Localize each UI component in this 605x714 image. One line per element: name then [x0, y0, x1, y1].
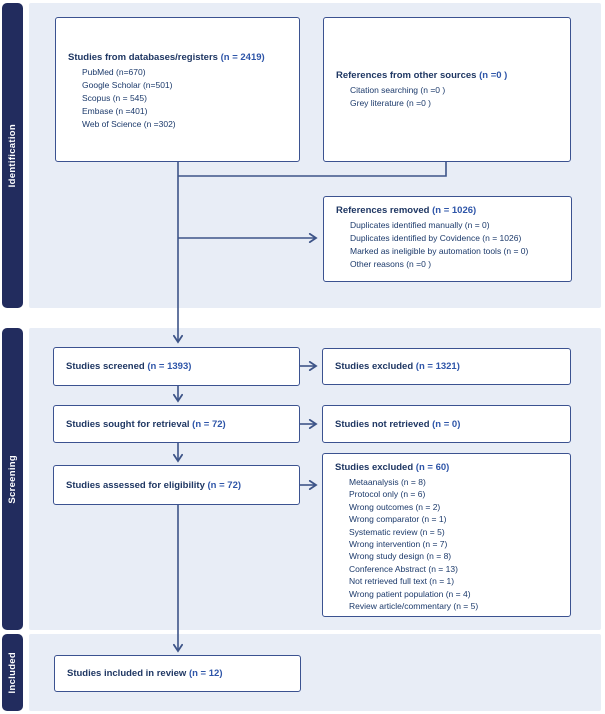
flow-box-label: Studies included in review	[67, 668, 189, 679]
flow-box-item: Citation searching (n =0 )	[350, 85, 446, 95]
flow-box-included: Studies included in review (n = 12)	[54, 655, 301, 692]
included-phase-label: Included	[7, 651, 18, 694]
flow-box-count: (n = 2419)	[220, 52, 265, 63]
flow-box-item-list: Duplicates identified manually (n = 0) Du…	[324, 219, 571, 271]
identification-phase-bar: Identification	[2, 3, 23, 308]
flow-box-item: Systematic review (n = 5)	[349, 526, 445, 537]
flow-box-item: Wrong outcomes (n = 2)	[349, 501, 441, 512]
flow-box-count: (n = 1321)	[415, 361, 460, 372]
flow-box-item: Protocol only (n = 6)	[349, 489, 426, 500]
flow-box-title: Studies assessed for eligibility (n = 72…	[54, 480, 241, 491]
flow-box-other-sources: References from other sources (n =0 ) Ci…	[323, 17, 571, 162]
screening-phase-bar: Screening	[2, 328, 23, 630]
flow-box-item-list: PubMed (n=670) Google Scholar (n=501) Scop…	[56, 66, 299, 131]
flow-box-title: Studies screened (n = 1393)	[54, 361, 191, 372]
flow-box-item: Review article/commentary (n = 5)	[349, 601, 479, 612]
flow-box-item: PubMed (n=670)	[82, 67, 146, 77]
flow-box-count: (n = 72)	[207, 479, 242, 491]
flow-box-item: Grey literature (n =0 )	[350, 98, 432, 108]
flow-box-count: (n = 72)	[192, 418, 226, 430]
flow-box-item: Conference Abstract (n = 13)	[349, 563, 458, 574]
flow-box-screened: Studies screened (n = 1393)	[53, 347, 300, 386]
flow-box-item: Duplicates identified by Covidence (n = …	[350, 233, 522, 243]
flow-box-title: Studies excluded (n = 1321)	[323, 361, 460, 372]
flow-box-item: Not retrieved full text (n = 1)	[349, 576, 455, 587]
flow-box-label: Studies excluded	[335, 462, 416, 473]
flow-box-item: Wrong intervention (n = 7)	[349, 539, 448, 550]
flow-box-item-list: Citation searching (n =0 ) Grey literatur…	[324, 84, 570, 110]
flow-box-item: Google Scholar (n=501)	[82, 80, 173, 90]
flow-box-item: Web of Science (n =302)	[82, 119, 176, 129]
identification-phase-label: Identification	[7, 123, 18, 188]
included-phase-bar: Included	[2, 634, 23, 711]
flow-box-label: Studies screened	[66, 361, 148, 372]
flow-box-item: Scopus (n = 545)	[82, 93, 147, 103]
flow-box-item-list: Metaanalysis (n = 8) Protocol only (n = 6…	[323, 476, 570, 612]
flow-box-title: Studies from databases/registers (n = 24…	[56, 52, 299, 63]
flow-box-title: References removed (n = 1026)	[324, 205, 571, 216]
flow-box-sought-retrieval: Studies sought for retrieval (n = 72)	[53, 405, 300, 443]
flow-box-label: Studies excluded	[335, 361, 416, 372]
flow-box-label: References from other sources	[336, 70, 480, 81]
flow-box-title: Studies included in review (n = 12)	[55, 668, 222, 679]
flow-box-title: Studies excluded (n = 60)	[323, 462, 570, 473]
flow-box-count: (n = 1393)	[147, 361, 192, 372]
flow-box-label: Studies assessed for eligibility	[66, 479, 208, 491]
flow-box-item: Metaanalysis (n = 8)	[349, 477, 426, 487]
screening-phase-label: Screening	[7, 454, 18, 504]
flow-box-title: References from other sources (n =0 )	[324, 70, 570, 81]
flow-box-item: Other reasons (n =0 )	[350, 259, 432, 269]
flow-box-not-retrieved: Studies not retrieved (n = 0)	[322, 405, 571, 443]
flow-box-label: References removed	[336, 205, 433, 216]
flow-box-item: Marked as ineligible by automation tools…	[350, 246, 529, 256]
flow-box-item: Duplicates identified manually (n = 0)	[350, 220, 490, 230]
flow-box-label: Studies not retrieved	[335, 418, 433, 430]
flow-box-item: Wrong comparator (n = 1)	[349, 514, 447, 525]
flow-box-excluded-screening: Studies excluded (n = 1321)	[322, 348, 571, 385]
flow-box-item: Wrong patient population (n = 4)	[349, 588, 471, 599]
flow-box-count: (n = 0)	[432, 418, 461, 430]
flow-box-label: Studies from databases/registers	[68, 52, 221, 63]
flow-box-item: Embase (n =401)	[82, 106, 148, 116]
flow-box-label: Studies sought for retrieval	[66, 418, 193, 430]
flow-box-assessed-eligibility: Studies assessed for eligibility (n = 72…	[53, 465, 300, 505]
flow-box-references-removed: References removed (n = 1026) Duplicates…	[323, 196, 572, 282]
flow-box-title: Studies sought for retrieval (n = 72)	[54, 419, 226, 430]
flow-box-count: (n =0 )	[479, 70, 508, 81]
flow-box-title: Studies not retrieved (n = 0)	[323, 419, 460, 430]
flow-box-count: (n = 12)	[188, 668, 223, 679]
flow-box-excluded-eligibility: Studies excluded (n = 60) Metaanalysis (…	[322, 453, 571, 617]
flow-box-count: (n = 1026)	[432, 205, 477, 216]
flow-box-count: (n = 60)	[415, 462, 450, 473]
flow-box-item: Wrong study design (n = 8)	[349, 551, 452, 562]
flow-box-databases: Studies from databases/registers (n = 24…	[55, 17, 300, 162]
